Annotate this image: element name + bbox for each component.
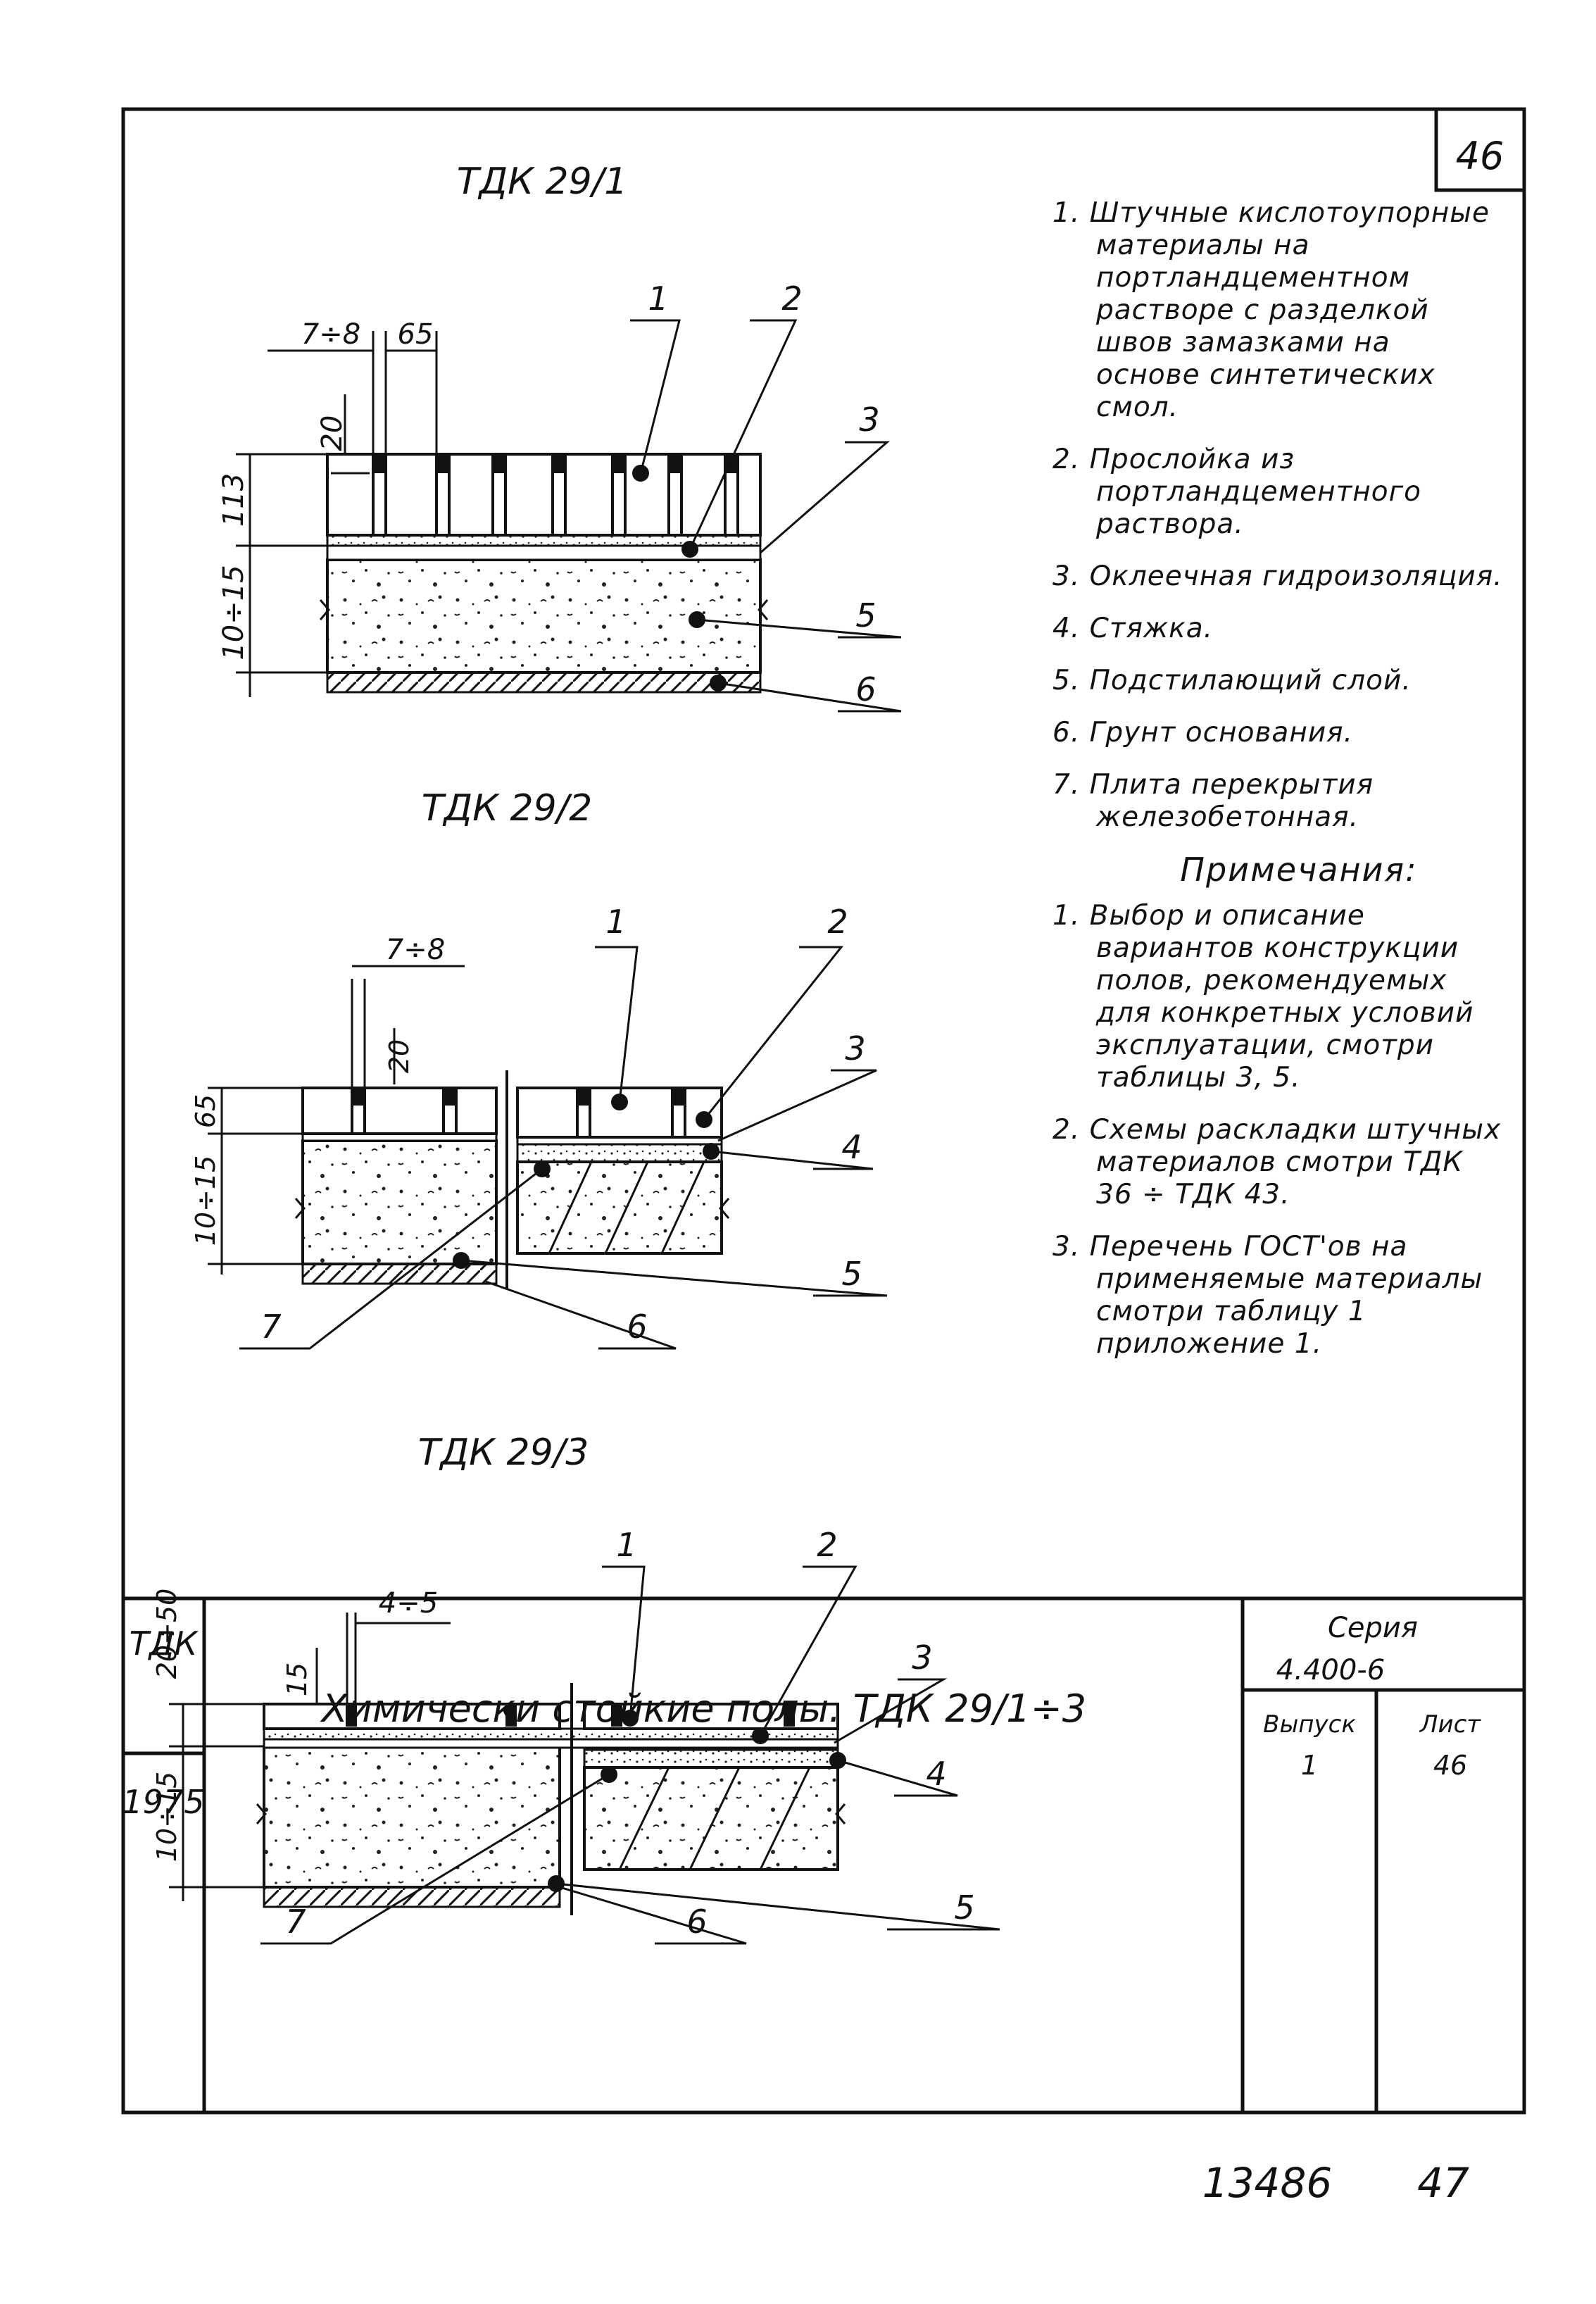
callout-2-1: 1 <box>605 903 626 941</box>
callout-3-4: 4 <box>926 1755 946 1793</box>
dim-tile-2: 65 <box>190 1094 221 1128</box>
notes-title: Примечания: <box>1180 851 1418 889</box>
dim-tile-3: 20÷50 <box>151 1589 182 1679</box>
legend-item-1: 1. Штучные кислотоупорные материалы на п… <box>1053 197 1490 423</box>
callout-3-2: 2 <box>817 1526 837 1564</box>
section-title-3: ТДК 29/3 <box>418 1432 589 1474</box>
callout-2-5: 5 <box>841 1255 862 1293</box>
callout-3-1: 1 <box>616 1526 636 1564</box>
dim-joint: 7÷8 <box>301 318 360 351</box>
subbase-left <box>301 1139 498 1265</box>
series-label: Серия <box>1328 1612 1418 1644</box>
legend-item-5: 5. Подстилающий слой. <box>1053 665 1412 696</box>
issue-value: 1 <box>1301 1750 1318 1781</box>
legend-item-7: 7. Плита перекрытия железобетонная. <box>1053 769 1374 833</box>
note-3: 3. Перечень ГОСТ'ов на применяемые матер… <box>1053 1231 1483 1360</box>
tile-layer <box>326 453 762 537</box>
callout-3-6: 6 <box>686 1903 707 1941</box>
archive-number: 13486 <box>1202 2159 1333 2207</box>
legend-item-3: 3. Оклеечная гидроизоляция. <box>1053 561 1503 592</box>
note-2: 2. Схемы раскладки штучных материалов см… <box>1053 1114 1502 1210</box>
page-number: 47 <box>1417 2159 1469 2207</box>
screed-layer <box>516 1143 723 1163</box>
tile-right <box>516 1087 723 1139</box>
legend-item-2: 2. Прослойка из портландцементного раств… <box>1053 444 1422 540</box>
callout-2-4: 4 <box>841 1128 862 1166</box>
title-block-code: ТДК <box>130 1624 199 1663</box>
legend-item-4: 4. Стяжка. <box>1053 613 1214 644</box>
issue-label: Выпуск <box>1263 1710 1356 1739</box>
ground-hatch <box>326 671 762 694</box>
dim-base-3: 10÷15 <box>151 1772 182 1862</box>
dim-joint-3: 4÷5 <box>379 1587 438 1620</box>
callout-3-3: 3 <box>912 1639 932 1677</box>
tile-left <box>301 1087 498 1135</box>
callout-6: 6 <box>855 670 876 708</box>
section-diagram-2: 7÷8 20 65 10÷15 1 2 3 4 5 6 7 <box>190 903 888 1350</box>
sheet-value: 46 <box>1433 1750 1467 1781</box>
ground-hatch-left-3 <box>263 1886 561 1908</box>
title-block-year: 1975 <box>122 1783 204 1821</box>
ground-hatch-left <box>301 1263 498 1285</box>
sheet-frame <box>121 107 1526 2115</box>
subbase-left-3 <box>263 1745 561 1889</box>
dim-gap: 65 <box>398 318 434 351</box>
section-title-1: ТДК 29/1 <box>457 161 628 203</box>
callout-2: 2 <box>781 280 802 318</box>
series-value: 4.400-6 <box>1276 1654 1385 1686</box>
legend-item-6: 6. Грунт основания. <box>1053 717 1354 749</box>
sheet-number-box <box>1434 107 1526 192</box>
legend-and-notes: 1. Штучные кислотоупорные материалы на п… <box>1053 197 1503 1380</box>
subbase-layer <box>326 558 762 674</box>
dim-base-2: 10÷15 <box>190 1156 221 1246</box>
callout-1: 1 <box>648 280 668 318</box>
callout-3-7: 7 <box>285 1903 306 1941</box>
waterproofing-3 <box>263 1738 839 1749</box>
section-diagram-1: 7÷8 65 20 113 10÷15 1 2 3 5 6 <box>218 280 902 713</box>
sheet-label: Лист <box>1419 1710 1481 1739</box>
tile-joints <box>372 455 739 535</box>
note-1: 1. Выбор и описание вариантов конструкци… <box>1053 900 1474 1094</box>
callout-2-3: 3 <box>845 1029 865 1068</box>
section-title-2: ТДК 29/2 <box>422 787 593 829</box>
callout-3: 3 <box>859 401 879 439</box>
callout-5: 5 <box>855 596 876 634</box>
sheet-number-top: 46 <box>1456 134 1504 178</box>
callout-2-7: 7 <box>260 1308 281 1346</box>
callout-2-6: 6 <box>627 1308 647 1346</box>
waterproofing-layer <box>326 544 762 561</box>
dim-tile: 113 <box>218 473 250 527</box>
screed-layer-3 <box>583 1748 839 1769</box>
slab <box>516 1160 723 1255</box>
dim-depth: 20 <box>316 415 348 451</box>
dim-depth-3: 15 <box>282 1663 313 1696</box>
title-block-title: Химически стойкие полы. ТДК 29/1÷3 <box>320 1686 1086 1731</box>
dim-base: 10÷15 <box>218 565 250 660</box>
section-diagram-3: 4÷5 15 20÷50 10÷15 1 2 3 4 5 6 7 <box>151 1526 1000 1945</box>
dim-joint-2: 7÷8 <box>386 934 445 966</box>
callout-2-2: 2 <box>827 903 848 941</box>
dim-depth-2: 20 <box>384 1039 415 1073</box>
slab-3 <box>583 1766 839 1871</box>
callout-3-5: 5 <box>954 1889 974 1927</box>
